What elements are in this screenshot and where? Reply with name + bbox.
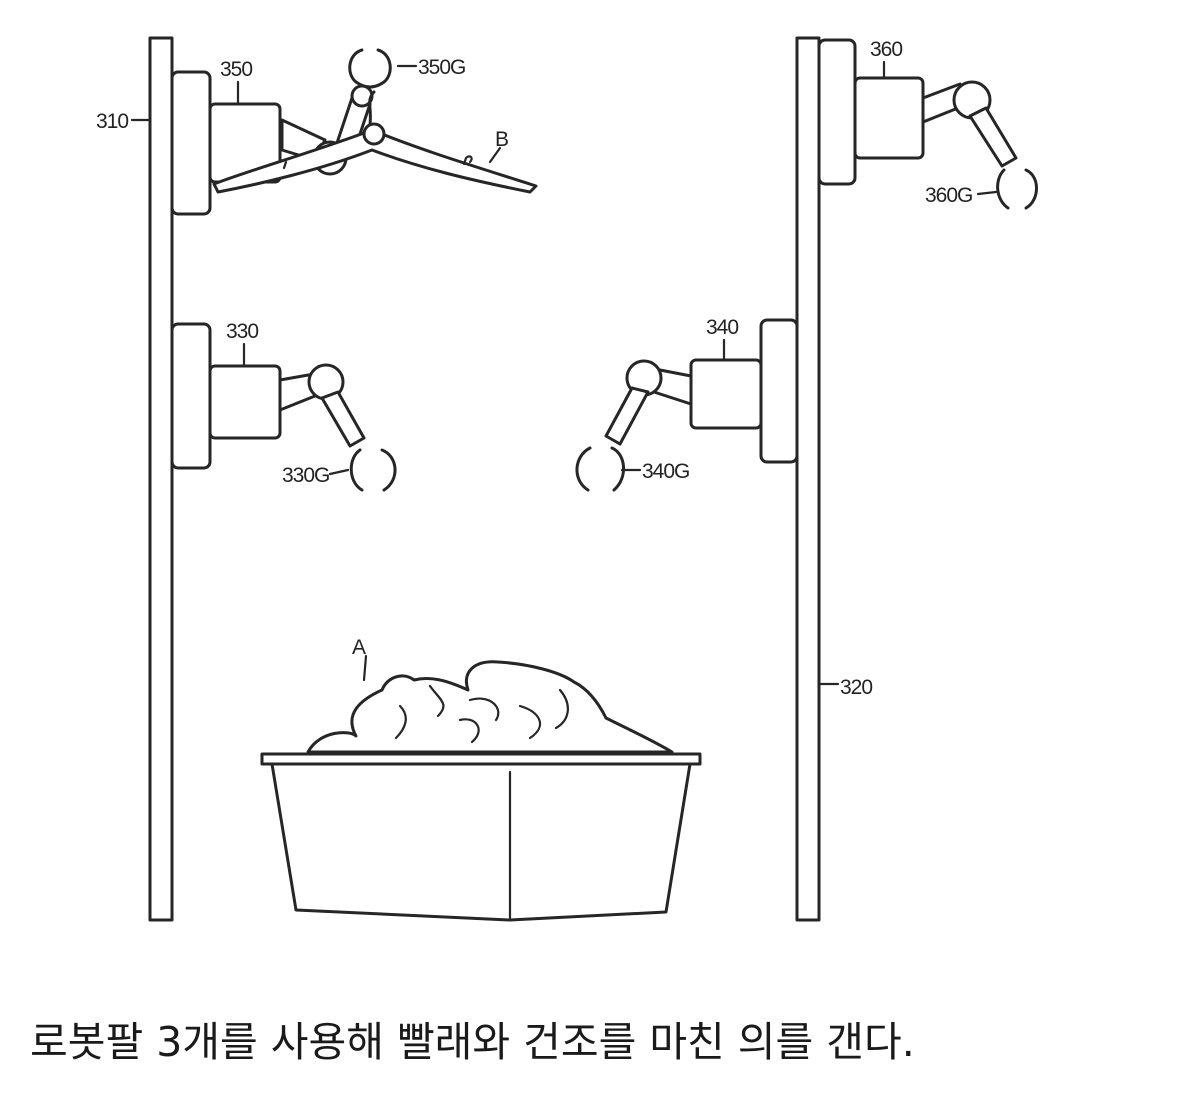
- label-350: 350: [220, 58, 252, 81]
- hanger-B: B: [212, 90, 538, 194]
- robot-arm-330: 330 330G: [170, 320, 397, 492]
- label-360: 360: [870, 38, 902, 61]
- label-350G: 350G: [418, 56, 465, 79]
- label-330: 330: [226, 320, 258, 343]
- caption: 로봇팔 3개를 사용해 빨래와 건조를 마친 의를 갠다.: [30, 1018, 915, 1066]
- robot-arm-340: 340 340G: [575, 316, 799, 492]
- label-340G: 340G: [642, 460, 689, 483]
- label-330G: 330G: [282, 464, 329, 487]
- label-340: 340: [706, 316, 738, 339]
- label-320: 320: [840, 676, 872, 699]
- right-wall: 320: [795, 36, 873, 922]
- laundry-basket: A: [260, 636, 702, 922]
- gripper-350G: 350G: [348, 48, 466, 89]
- label-360G: 360G: [925, 184, 972, 207]
- robot-arm-diagram: 310 320 350 350G B: [96, 36, 1038, 922]
- robot-arm-350: 350: [170, 58, 374, 216]
- robot-arm-360: 360 360G: [817, 38, 1038, 210]
- label-B: B: [495, 128, 508, 151]
- left-wall: 310: [96, 36, 174, 922]
- label-A: A: [352, 636, 366, 659]
- label-310: 310: [96, 110, 128, 133]
